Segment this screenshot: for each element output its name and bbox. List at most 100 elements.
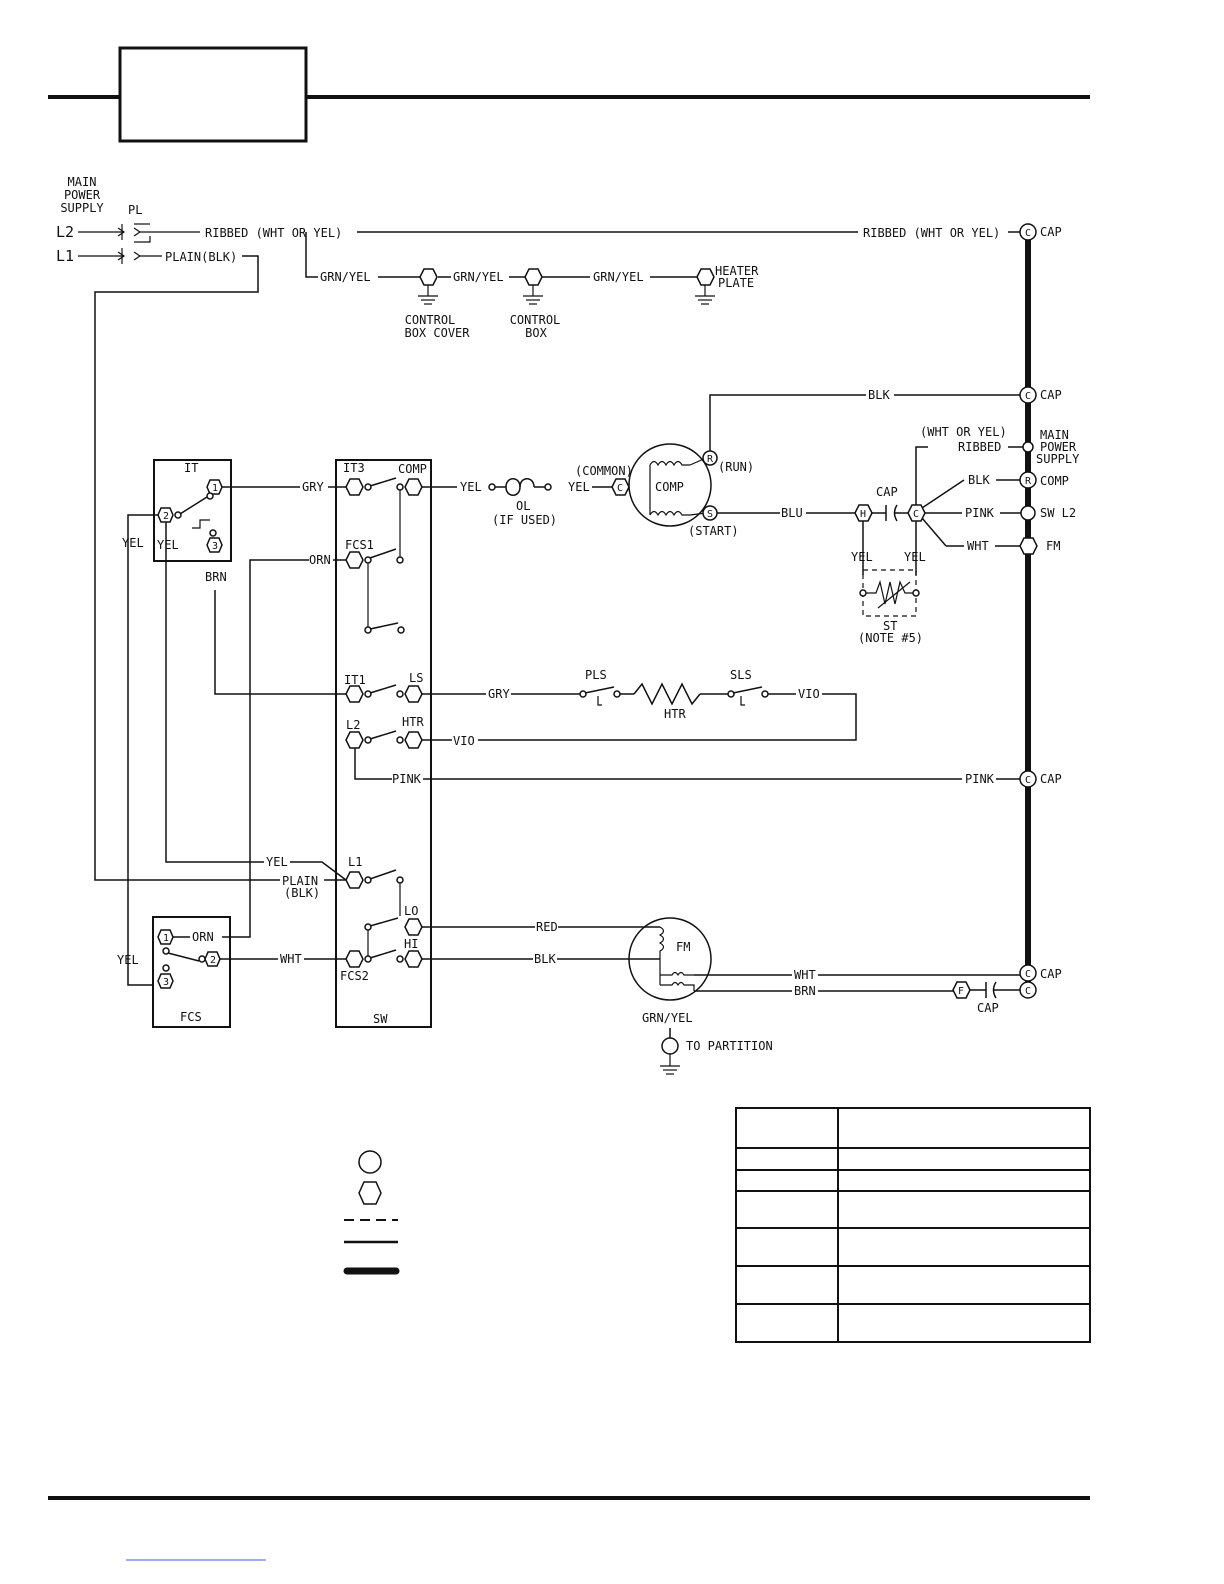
pink-label-sw: PINK <box>392 772 422 786</box>
yel-label-it-inner: YEL <box>157 538 179 552</box>
sw-it3-terminal <box>345 478 364 496</box>
wht-label-fm: WHT <box>794 968 816 982</box>
l1-sw-label: L1 <box>348 855 362 869</box>
fcs-label: FCS <box>180 1010 202 1024</box>
terminal-letter: C <box>1025 228 1031 239</box>
sw-l2-terminal <box>1020 505 1036 521</box>
l2-label: L2 <box>56 223 74 241</box>
comp-start-terminal: S <box>702 505 718 521</box>
terminal-letter: C <box>913 509 919 520</box>
cap-terminal-fm: C <box>1019 964 1037 982</box>
wht-or-yel-label: (WHT OR YEL) <box>920 425 1007 439</box>
comp-label-right: COMP <box>1040 474 1069 488</box>
fm-hex-terminal <box>1019 537 1038 555</box>
mps-right-line1: MAIN <box>1040 428 1069 442</box>
terminal-letter: 3 <box>212 541 218 552</box>
header-section-box <box>118 46 308 143</box>
it1-label: IT1 <box>344 673 366 687</box>
comp-label-sw: COMP <box>398 462 427 476</box>
common-label: (COMMON) <box>575 464 633 478</box>
comp-common-terminal: C <box>611 478 630 496</box>
main-power-terminal <box>1022 441 1034 453</box>
note5-label: (NOTE #5) <box>858 631 923 645</box>
fcs2-label: FCS2 <box>340 969 369 983</box>
blu-label: BLU <box>781 506 803 520</box>
pink-label-right: PINK <box>965 506 995 520</box>
pink-label-cap: PINK <box>965 772 995 786</box>
cap-f-terminal: F <box>952 981 971 999</box>
sw-fcs2-terminal <box>345 950 364 968</box>
cap-terminal-top: C <box>1019 223 1037 241</box>
ribbed-label-right: RIBBED (WHT OR YEL) <box>863 226 1000 240</box>
it-switch-box <box>153 459 232 562</box>
sls-label: SLS <box>730 668 752 682</box>
to-partition-label: TO PARTITION <box>686 1039 773 1053</box>
heater-plate-line2: PLATE <box>718 276 754 290</box>
mps-right-line3: SUPPLY <box>1036 452 1080 466</box>
l1-label: L1 <box>56 247 74 265</box>
heater-plate-line1: HEATER <box>715 264 759 278</box>
blk-paren-label: (BLK) <box>284 886 320 900</box>
it-pin-1: 1 <box>206 479 223 495</box>
terminal-letter: 1 <box>212 483 218 494</box>
mps-left-line3: SUPPLY <box>60 201 104 215</box>
main-power-supply-left: MAIN POWER SUPPLY <box>60 175 104 215</box>
ground-heater-plate <box>695 268 715 305</box>
gry-label-ls: GRY <box>488 687 510 701</box>
mps-left-line2: POWER <box>64 188 101 202</box>
grn-yel-label-1: GRN/YEL <box>320 270 371 284</box>
cap-label-2: CAP <box>1040 388 1062 402</box>
terminal-letter: C <box>617 483 623 494</box>
terminal-letter: R <box>1025 476 1032 487</box>
sw-htr-terminal <box>404 731 423 749</box>
fan-control-switch-box <box>152 916 231 1028</box>
terminal-letter: C <box>1025 391 1031 402</box>
it-pin-2: 2 <box>157 507 174 523</box>
ribbed-label: RIBBED <box>958 440 1001 454</box>
terminal-letter: C <box>1025 986 1031 997</box>
mps-right-line2: POWER <box>1040 440 1077 454</box>
pls-label: PLS <box>585 668 607 682</box>
ol-label: OL <box>516 499 530 513</box>
cap-label-1: CAP <box>1040 225 1062 239</box>
ground-control-box-cover <box>418 268 438 305</box>
terminal-letter: 3 <box>163 977 169 988</box>
yel-label-st-right: YEL <box>904 550 926 564</box>
sw-label: SW <box>373 1012 388 1026</box>
terminal-letter: 1 <box>163 933 169 944</box>
grn-yel-label-2: GRN/YEL <box>453 270 504 284</box>
cap-label-3: CAP <box>1040 772 1062 786</box>
fcs-pin-2: 2 <box>204 951 221 967</box>
it3-label: IT3 <box>343 461 365 475</box>
cap-label-run: CAP <box>876 485 898 499</box>
ground-control-box <box>523 268 543 305</box>
cap-c-terminal: C <box>907 504 926 522</box>
htr-label-heater: HTR <box>664 707 686 721</box>
terminal-letter: S <box>707 509 713 520</box>
hi-label: HI <box>404 937 418 951</box>
control-box-line1: CONTROL <box>510 313 561 327</box>
wht-label-right: WHT <box>967 539 989 553</box>
start-label: (START) <box>688 524 739 538</box>
sw-ls-terminal <box>404 685 423 703</box>
ground-partition <box>660 1037 680 1075</box>
cap-terminal-blk: C <box>1019 386 1037 404</box>
notes-table <box>735 1107 1091 1343</box>
sw-l1-terminal <box>345 871 364 889</box>
cap-h-terminal: H <box>854 504 873 522</box>
control-box-line2: BOX <box>525 326 547 340</box>
l2-sw-label: L2 <box>346 718 360 732</box>
cap-c-terminal-fm: C <box>1019 981 1037 999</box>
fm-label-right: FM <box>1046 539 1060 553</box>
blk-label-top: BLK <box>868 388 890 402</box>
lo-label: LO <box>404 904 418 918</box>
plain-label: PLAIN <box>282 874 318 888</box>
control-box-cover-line2: BOX COVER <box>404 326 470 340</box>
blk-label-right: BLK <box>968 473 990 487</box>
pls-switch <box>579 686 634 706</box>
comp-label-motor: COMP <box>655 480 684 494</box>
vio-label-sls: VIO <box>798 687 820 701</box>
sls-switch <box>727 686 796 706</box>
terminal-letter: 2 <box>163 511 169 522</box>
